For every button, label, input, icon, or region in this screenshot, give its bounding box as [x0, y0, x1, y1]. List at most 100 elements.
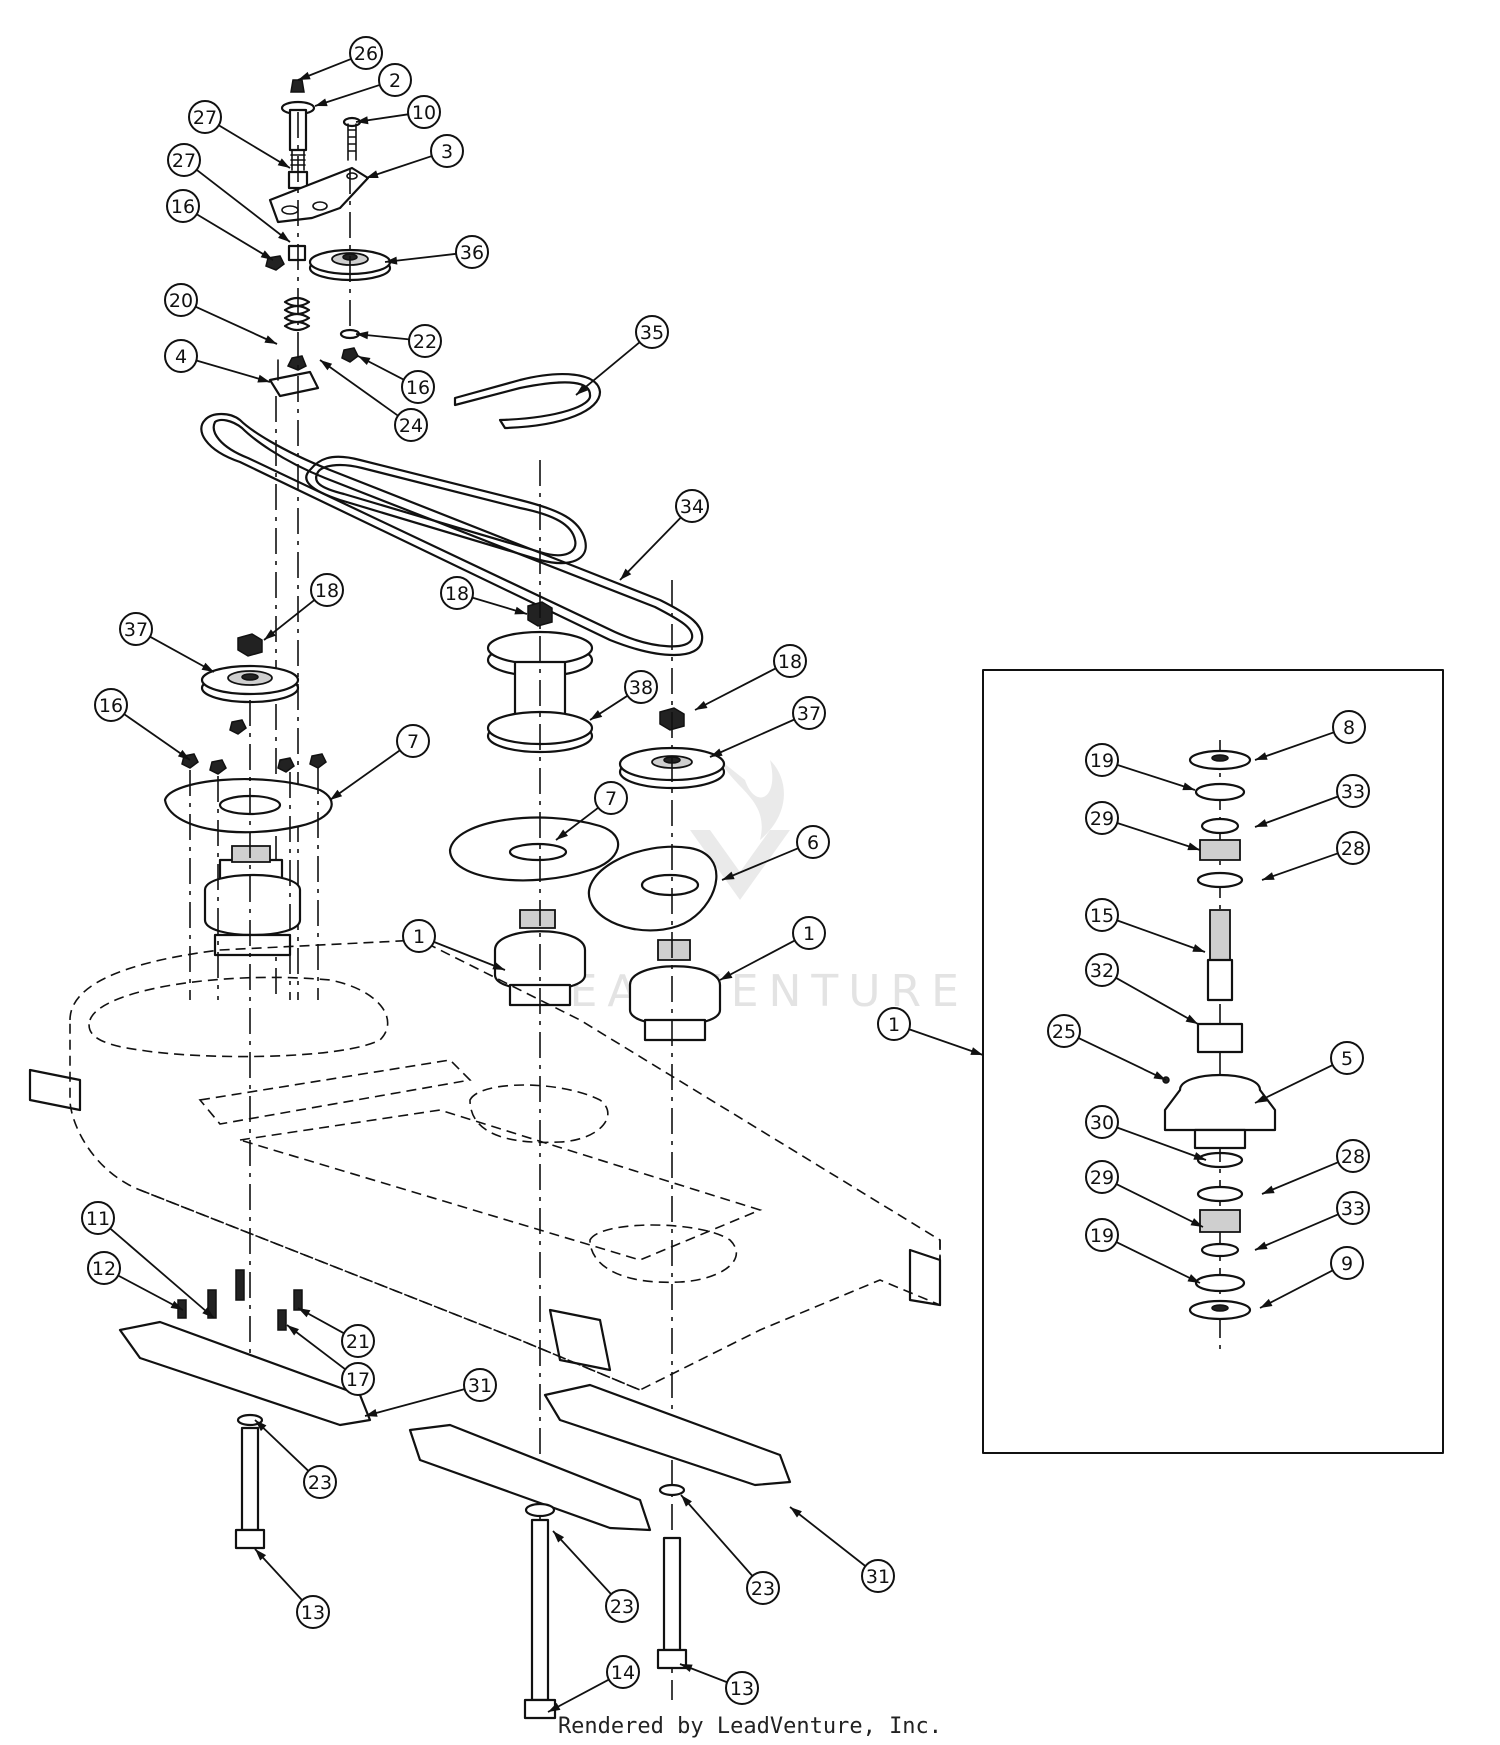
callout-number: 18 — [778, 651, 802, 673]
belts — [200, 412, 704, 656]
callout-29: 29 — [1085, 1160, 1204, 1228]
callout-35: 35 — [575, 315, 669, 396]
callout-number: 31 — [866, 1566, 890, 1588]
leader-line — [908, 1028, 984, 1056]
leader-arrowhead — [356, 331, 369, 340]
callout-number: 7 — [407, 731, 419, 753]
callout-number: 29 — [1090, 808, 1114, 830]
callout-16: 16 — [94, 688, 191, 761]
leader-line — [1115, 1183, 1204, 1228]
leader-arrowhead — [710, 748, 723, 757]
leader-line — [1254, 731, 1335, 761]
leader-line — [196, 213, 274, 261]
callout-4: 4 — [164, 339, 271, 383]
leader-line — [1254, 1213, 1339, 1251]
leader-line — [789, 1506, 866, 1567]
callout-number: 15 — [1090, 905, 1114, 927]
leader-arrowhead — [548, 1702, 561, 1712]
callout-28: 28 — [1261, 1139, 1370, 1195]
leader-line — [1116, 919, 1206, 953]
leader-line — [552, 1530, 612, 1595]
callout-28: 28 — [1261, 831, 1370, 881]
callout-number: 20 — [169, 290, 193, 312]
callout-circle — [167, 143, 201, 177]
callout-circle — [408, 324, 442, 358]
callout-14: 14 — [547, 1655, 640, 1713]
leader-arrowhead — [492, 961, 505, 970]
callout-number: 23 — [610, 1596, 634, 1618]
callout-circle — [1336, 1139, 1370, 1173]
leader-arrowhead — [1185, 1014, 1198, 1024]
callout-circle — [746, 1571, 780, 1605]
callout-19: 19 — [1085, 1218, 1201, 1284]
leader-line — [433, 941, 506, 971]
callout-2: 2 — [314, 63, 412, 107]
callout-13: 13 — [254, 1548, 330, 1629]
leader-arrowhead — [1182, 782, 1195, 791]
leader-arrowhead — [1255, 1094, 1268, 1103]
callout-31: 31 — [789, 1506, 895, 1593]
callout-circle — [396, 724, 430, 758]
callout-circle — [1336, 774, 1370, 808]
leader-arrowhead — [1262, 1185, 1275, 1194]
callout-19: 19 — [1085, 743, 1196, 791]
callout-29: 29 — [1085, 801, 1201, 851]
callout-12: 12 — [87, 1251, 184, 1311]
callout-number: 28 — [1341, 838, 1365, 860]
callout-circle — [792, 916, 826, 950]
leader-line — [694, 667, 777, 711]
callout-16: 16 — [166, 189, 274, 261]
callout-1: 1 — [719, 916, 826, 981]
leader-arrowhead — [278, 231, 290, 242]
leader-line — [1261, 1161, 1339, 1195]
callout-circle — [796, 825, 830, 859]
leader-arrowhead — [620, 568, 632, 580]
callout-number: 30 — [1090, 1112, 1114, 1134]
leader-line — [329, 749, 401, 801]
spindle-inset — [982, 669, 1444, 1454]
leader-arrowhead — [170, 1300, 183, 1310]
leader-arrowhead — [553, 1531, 565, 1543]
leader-arrowhead — [202, 1307, 214, 1318]
leader-arrowhead — [1190, 1218, 1203, 1227]
callout-number: 37 — [797, 703, 821, 725]
callout-circle — [1336, 831, 1370, 865]
leader-line — [1254, 1064, 1334, 1104]
callout-30: 30 — [1085, 1105, 1207, 1161]
callout-16: 16 — [357, 355, 435, 404]
leader-line — [364, 1388, 465, 1417]
callout-circle — [310, 573, 344, 607]
callout-7: 7 — [555, 781, 628, 841]
left-spindle-stack — [163, 633, 333, 1360]
callout-34: 34 — [619, 489, 709, 581]
leader-line — [1116, 764, 1196, 791]
callout-number: 25 — [1052, 1021, 1076, 1043]
leader-line — [218, 124, 291, 169]
callout-number: 34 — [680, 496, 704, 518]
callout-number: 35 — [640, 322, 664, 344]
callout-circle — [861, 1559, 895, 1593]
leader-line — [286, 1324, 346, 1371]
callout-circle — [440, 576, 474, 610]
callout-33: 33 — [1254, 1191, 1370, 1251]
leader-arrowhead — [1262, 872, 1275, 880]
leader-line — [1115, 977, 1199, 1025]
callout-circle — [1085, 1218, 1119, 1252]
deck-shell — [28, 939, 942, 1391]
callout-number: 16 — [99, 695, 123, 717]
leader-line — [719, 939, 796, 981]
callout-number: 16 — [406, 377, 430, 399]
callout-circle — [1332, 710, 1366, 744]
leader-line — [721, 847, 799, 881]
callout-11: 11 — [81, 1201, 215, 1319]
callout-circle — [407, 95, 441, 129]
leader-arrowhead — [385, 256, 398, 265]
callout-5: 5 — [1254, 1041, 1364, 1104]
callout-37: 37 — [709, 696, 826, 758]
callout-circle — [188, 100, 222, 134]
callout-9: 9 — [1259, 1246, 1364, 1309]
callout-circle — [341, 1362, 375, 1396]
leader-line — [1116, 1126, 1207, 1161]
